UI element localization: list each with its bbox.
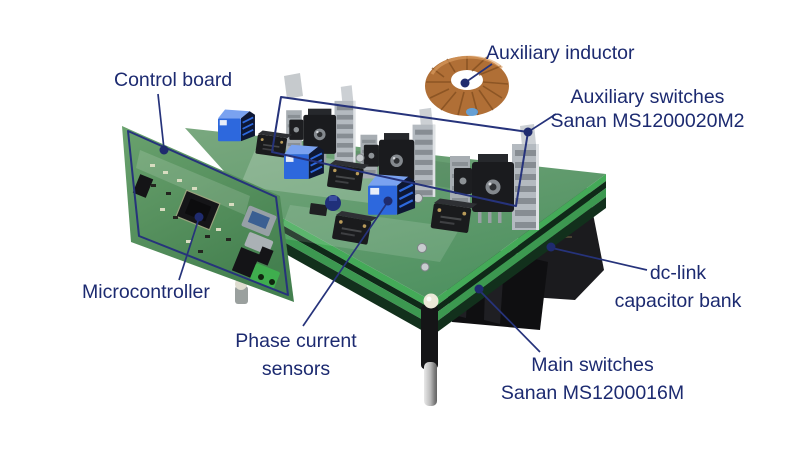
label-auxiliary-inductor: Auxiliary inductor [486, 41, 634, 65]
control-board-outline [127, 130, 289, 296]
phase-current-sensor-1 [217, 108, 256, 143]
auxiliary-inductor-dot [460, 78, 470, 88]
label-line: Auxiliary inductor [486, 42, 635, 64]
microcontroller-chip [175, 189, 221, 231]
auxiliary-switches-line [527, 113, 557, 133]
annotation-lines [157, 63, 648, 353]
annotation-outlines [127, 96, 529, 296]
dc-link-dot [546, 242, 556, 252]
label-line: Main switches [531, 354, 654, 376]
label-line: Auxiliary switches [570, 86, 725, 108]
label-line: Microcontroller [82, 281, 210, 303]
label-main-switches: Main switches Sanan MS1200016M [490, 351, 695, 407]
auxiliary-inductor-line [465, 63, 493, 83]
control-board-dot [159, 145, 169, 155]
label-microcontroller: Microcontroller [82, 280, 210, 304]
phase-current-sensor-3 [366, 173, 417, 216]
microcontroller-dot [194, 212, 204, 222]
auxiliary-inductor [425, 55, 509, 116]
label-line: sensors [261, 358, 331, 380]
smd-components [150, 164, 234, 253]
main-switches-line [479, 290, 541, 353]
label-line: Phase current [235, 330, 357, 352]
label-line: Sanan MS1200016M [500, 382, 685, 404]
label-phase-current-sensors: Phase current sensors [220, 327, 372, 383]
misc-board-parts [309, 153, 430, 272]
label-line: Control board [114, 69, 233, 91]
annotation-dots [159, 78, 556, 294]
label-control-board: Control board [114, 68, 232, 92]
microcontroller-line [178, 217, 200, 281]
control-board [122, 126, 294, 302]
auxiliary-switches-outline [271, 96, 529, 207]
mounting-bracket [284, 73, 303, 99]
label-line: dc-link [649, 262, 707, 284]
label-auxiliary-switches: Auxiliary switches Sanan MS1200020M2 [540, 85, 755, 133]
control-board-line [157, 93, 165, 150]
dc-link-line [551, 247, 648, 271]
main-switches-dot [474, 284, 484, 294]
label-dc-link-capacitor: dc-link capacitor bank [598, 259, 758, 315]
label-line: Sanan MS1200020M2 [550, 110, 745, 132]
control-board-connectors [231, 205, 280, 290]
auxiliary-switches-dot [523, 127, 533, 137]
front-leg [421, 293, 439, 406]
label-line: capacitor bank [614, 290, 742, 312]
phase-current-dot [383, 196, 393, 206]
phase-current-line [302, 202, 388, 327]
